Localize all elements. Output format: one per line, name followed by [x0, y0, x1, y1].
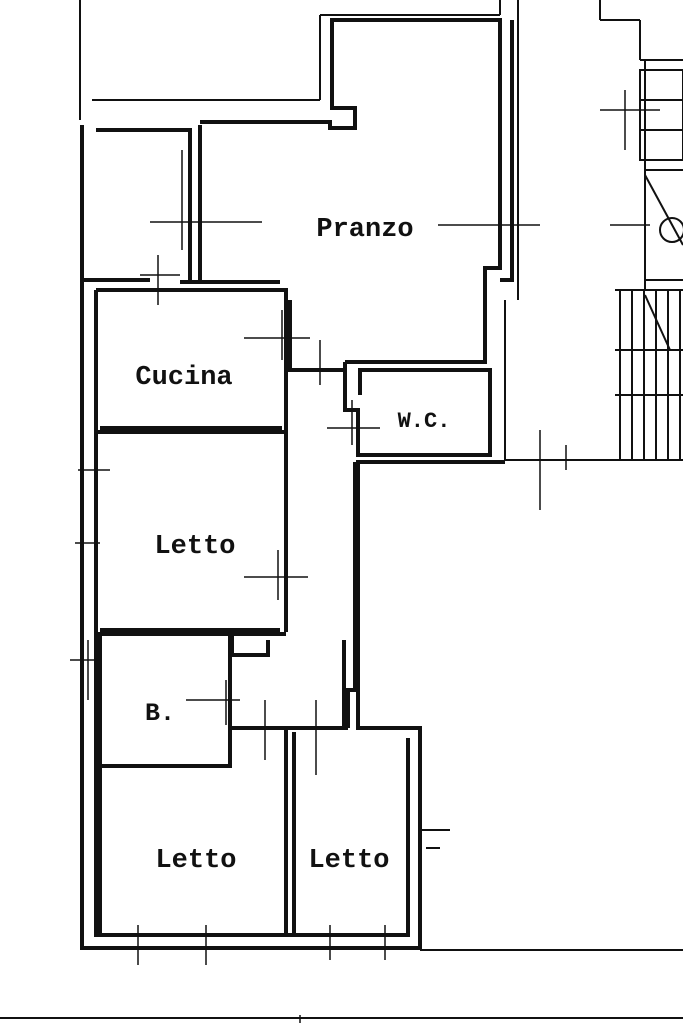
room-label-wc: W.C. — [398, 409, 451, 434]
room-label-cucina: Cucina — [135, 363, 232, 393]
stair-hatching — [615, 69, 683, 460]
room-label-letto-1: Letto — [154, 532, 235, 562]
door-marks — [70, 90, 660, 1023]
room-label-bagno: B. — [145, 699, 175, 728]
room-label-letto-3: Letto — [308, 846, 389, 876]
walls — [80, 18, 514, 950]
room-labels: Pranzo Cucina W.C. Letto B. Letto Letto — [135, 215, 450, 876]
room-label-pranzo: Pranzo — [316, 215, 413, 245]
room-label-letto-2: Letto — [155, 846, 236, 876]
